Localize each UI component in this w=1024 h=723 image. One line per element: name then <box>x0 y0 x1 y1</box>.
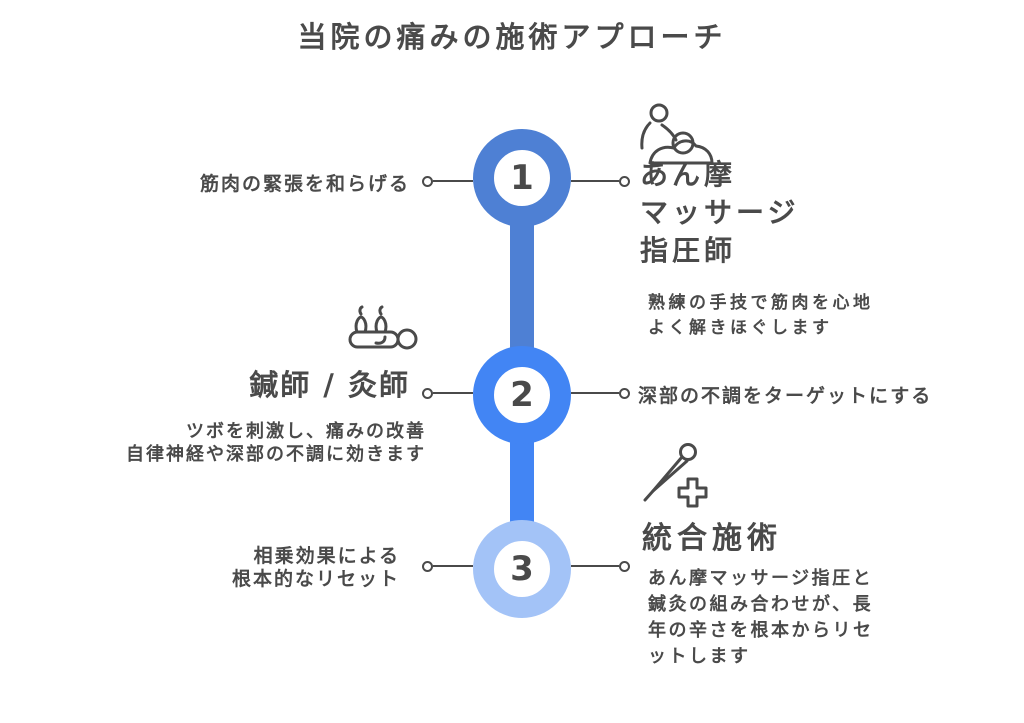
step-2-right-endpoint-circle <box>619 388 630 399</box>
step-1-description: 熟練の手技で筋肉を心地 よく解きほぐします <box>648 293 874 338</box>
step-3-description: あん摩マッサージ指圧と 鍼灸の組み合わせが、長 年の辛さを根本からリセ ットしま… <box>648 568 874 667</box>
step-3-side-label: 相乗効果による 根本的なリセット <box>231 545 400 590</box>
page-title: 当院の痛みの施術アプローチ <box>297 20 727 54</box>
step-1-circle: 1 <box>473 129 571 227</box>
step-1-side-label: 筋肉の緊張を和らげる <box>199 173 410 195</box>
step-2-left-connector-line <box>433 392 473 394</box>
step-1-number: 1 <box>510 158 534 198</box>
step-2-description: ツボを刺激し、痛みの改善 自律神経や深部の不調に効きます <box>126 421 426 465</box>
acupuncture-needle-plus-icon <box>640 441 712 509</box>
step-2-number: 2 <box>510 375 534 415</box>
step-2-left-endpoint-circle <box>422 388 433 399</box>
massage-therapist-icon <box>626 103 722 167</box>
step-2-right-connector-line <box>571 392 619 394</box>
step-1-heading: あん摩 マッサージ 指圧師 <box>640 158 800 267</box>
step-2-heading: 鍼師 / 灸師 <box>249 368 410 402</box>
step-1-left-endpoint-circle <box>422 176 433 187</box>
step-3-left-endpoint-circle <box>422 561 433 572</box>
step-2-side-label: 深部の不調をターゲットにする <box>638 385 933 407</box>
step-3-right-endpoint-circle <box>619 561 630 572</box>
step-3-heading: 統合施術 <box>642 521 782 556</box>
step-3-number: 3 <box>510 549 534 589</box>
step-3-circle: 3 <box>473 520 571 618</box>
step-1-left-connector-line <box>433 180 473 182</box>
step-3-left-connector-line <box>433 565 473 567</box>
step-3-right-connector-line <box>571 565 619 567</box>
timeline-connector-1-2 <box>507 200 537 370</box>
step-2-circle: 2 <box>473 346 571 444</box>
step-1-right-endpoint-circle <box>619 176 630 187</box>
moxibustion-icon <box>348 301 418 351</box>
step-1-right-connector-line <box>571 180 619 182</box>
